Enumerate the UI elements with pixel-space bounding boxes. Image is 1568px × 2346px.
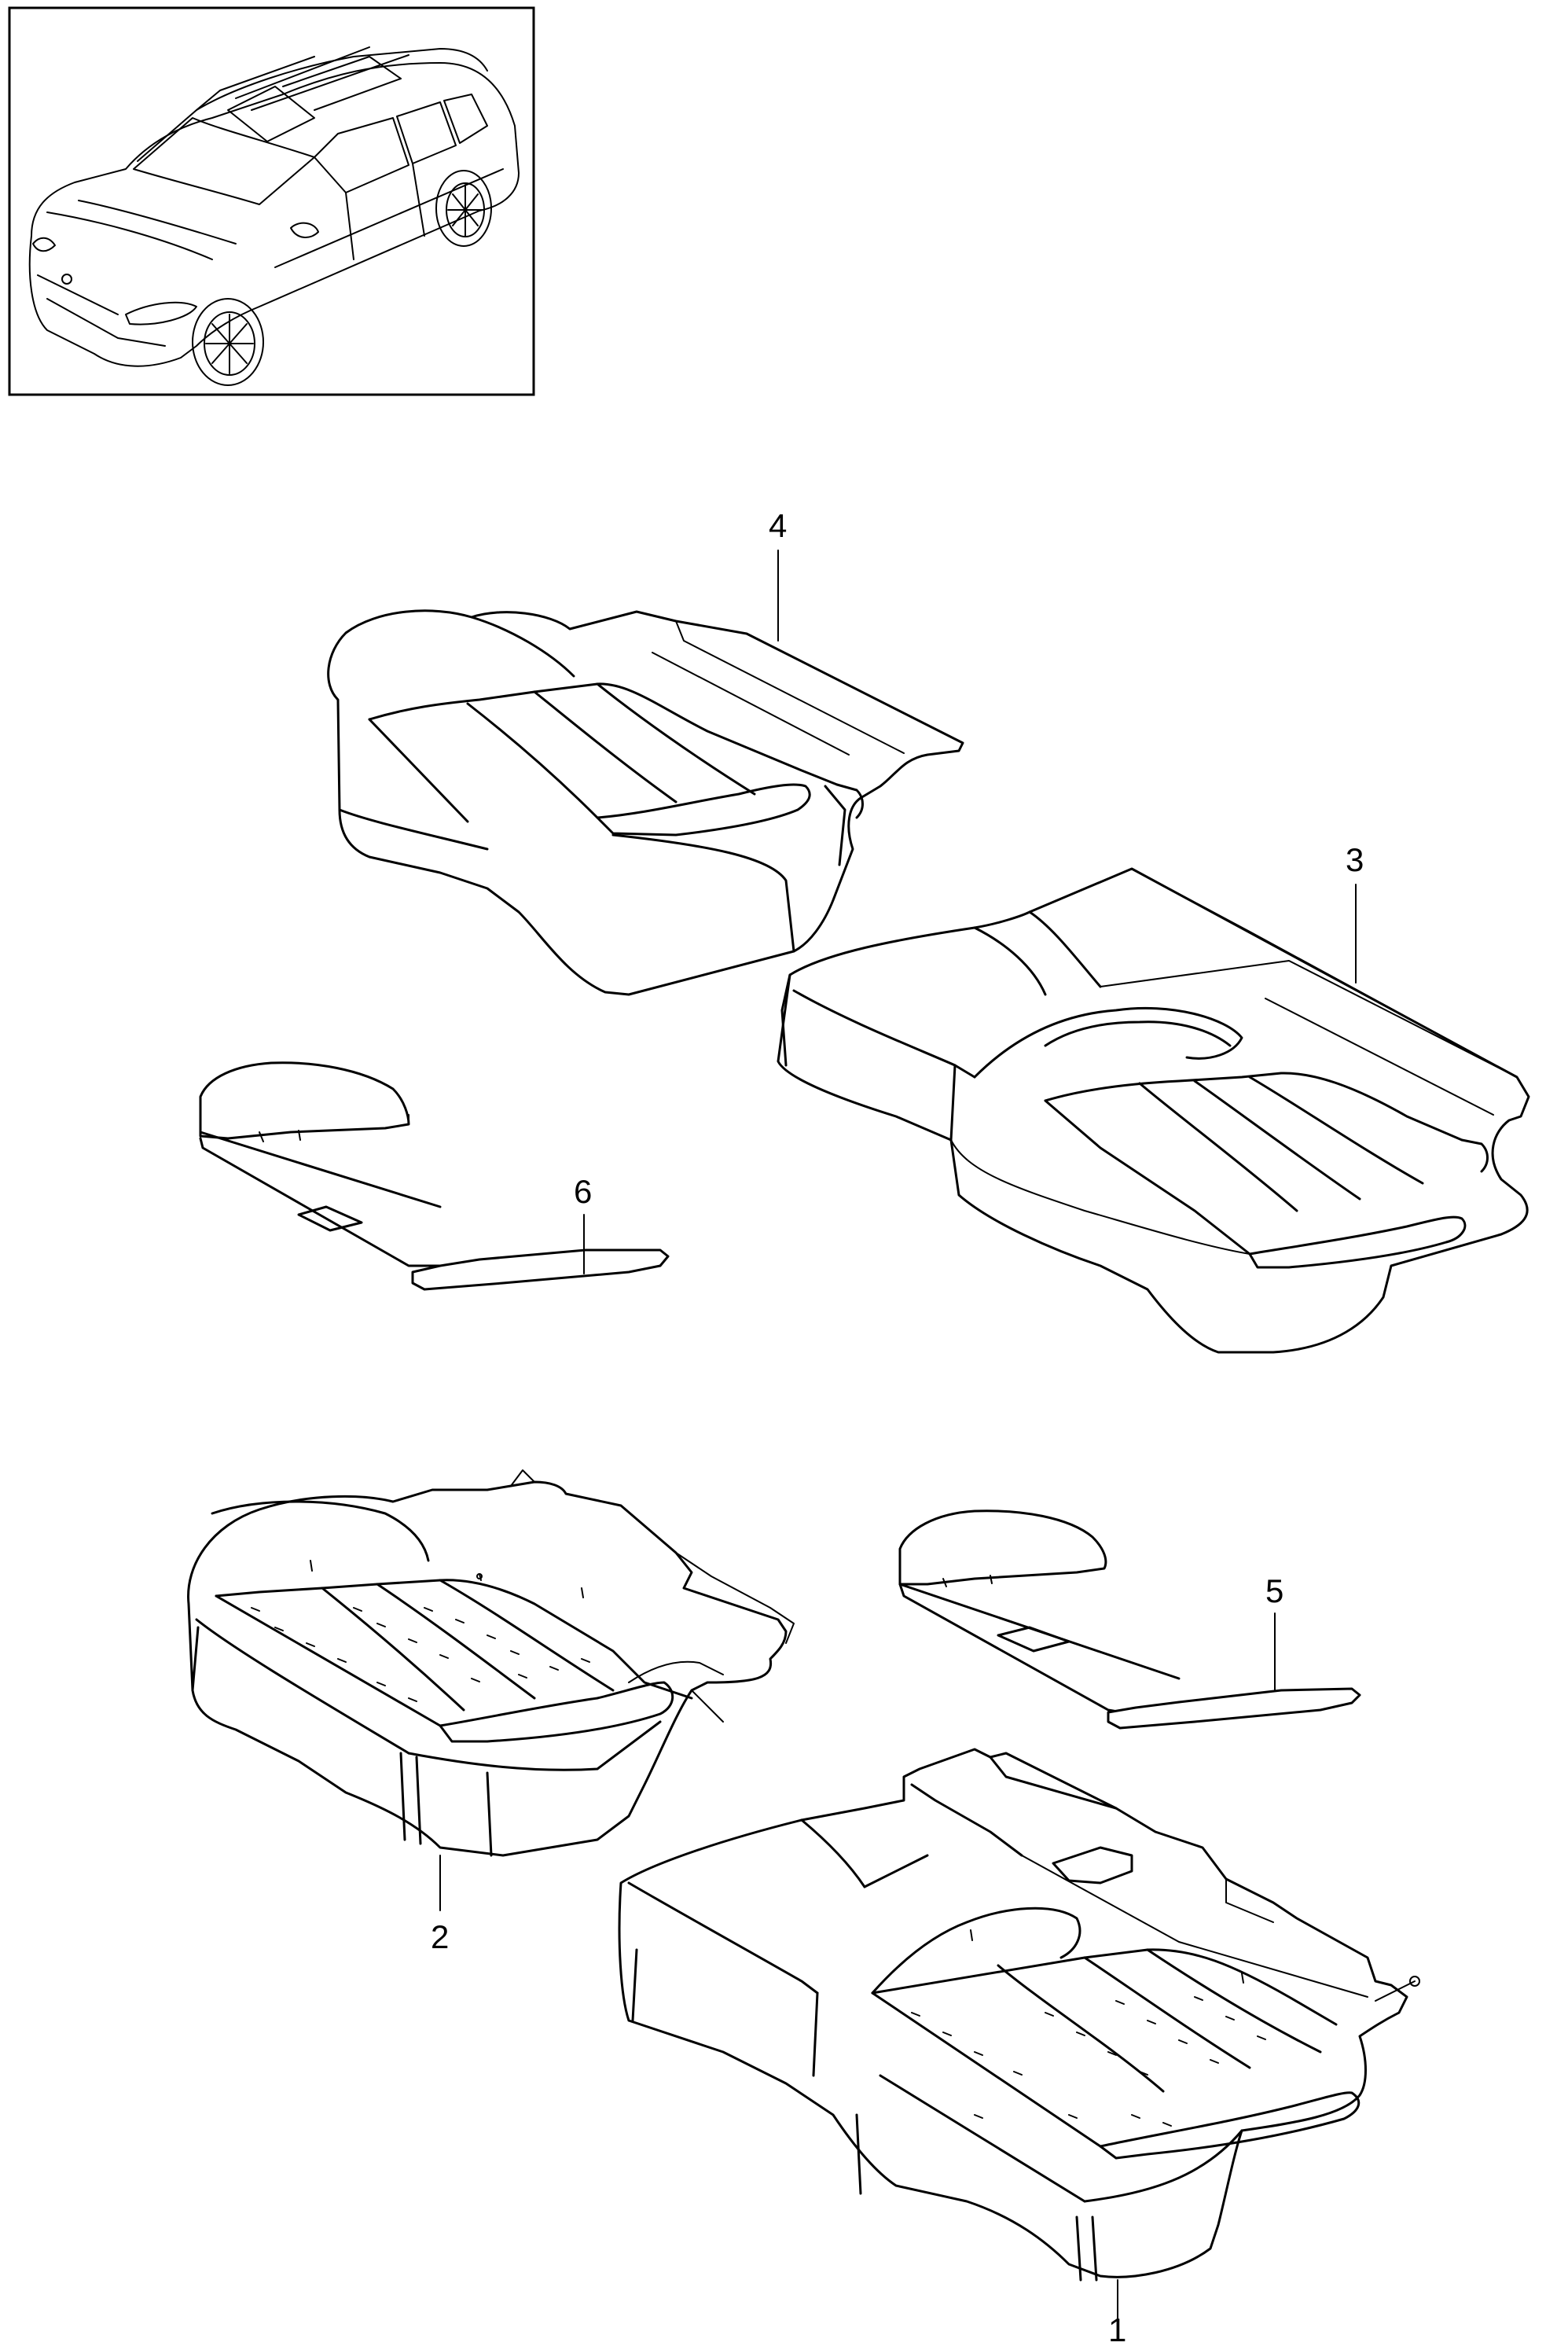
vehicle-thumbnail bbox=[8, 6, 535, 396]
suv-thumbnail-icon bbox=[28, 46, 520, 386]
part-1-cushion-pad bbox=[618, 1748, 1420, 2282]
part-2-cushion-pad bbox=[187, 1469, 795, 1857]
stitch-marks bbox=[911, 1996, 1266, 2127]
stitch-marks bbox=[251, 1607, 590, 1702]
callout-labels: 4 3 6 5 2 1 bbox=[431, 507, 1364, 2346]
part-3-cushion-cover bbox=[777, 867, 1530, 1354]
callout-5: 5 bbox=[1265, 1572, 1283, 1609]
thumbnail-frame bbox=[8, 6, 535, 396]
leader-lines bbox=[439, 550, 1357, 2328]
part-4-cushion-cover bbox=[327, 609, 964, 996]
callout-6: 6 bbox=[574, 1173, 592, 1210]
part-5-side-pad bbox=[898, 1509, 1361, 1730]
part-6-side-pad bbox=[199, 1061, 670, 1291]
callout-1: 1 bbox=[1108, 2311, 1126, 2346]
callout-3: 3 bbox=[1346, 841, 1364, 878]
callout-4: 4 bbox=[769, 507, 787, 544]
callout-2: 2 bbox=[431, 1918, 449, 1955]
